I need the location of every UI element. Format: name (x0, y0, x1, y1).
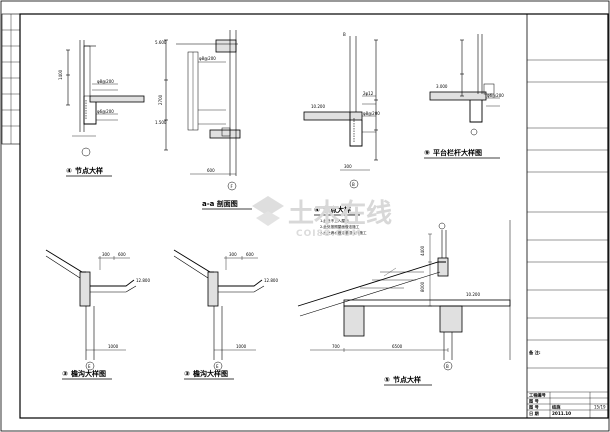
railing-num: ⑨ (424, 149, 430, 157)
watermark: 土木在线 COI88.COM (252, 196, 392, 239)
railing-drawing (429, 34, 500, 136)
gutter-2-title: 檐沟大样图 (193, 369, 228, 378)
dim-700: 700 (332, 344, 340, 349)
dim-10200-node-c: 10.200 (466, 292, 480, 297)
note-3: 3.此处滴水做法参照设计施工 (320, 230, 367, 235)
node-detail-c-num: ⑤ (384, 376, 390, 384)
axis-b: B (352, 182, 355, 187)
dim-4400: 4400 (420, 245, 425, 256)
gutter-1-num: ③ (62, 370, 68, 378)
node-detail-c-title: 节点大样 (393, 375, 421, 384)
title-block: 备 注: 工程编号 图 号 图 号 结施 日 期 2011.10 15/19 (526, 14, 608, 418)
label-phi6-railing: φ6@200 (487, 93, 504, 98)
dim-6500: 6500 (392, 344, 403, 349)
dim-5600: 5.600 (155, 40, 167, 45)
tb-row-4-value: 2011.10 (552, 411, 571, 416)
node-detail-a-title: 节点大样 (75, 166, 103, 175)
watermark-logo-icon (252, 196, 284, 226)
note-1: 1.此处不上人屋面 (320, 218, 349, 223)
label-2phi12: 2φ12 (363, 91, 374, 96)
sheet-inner-border (19, 13, 609, 419)
note-2: 2.此处按照屋面做法施工 (320, 224, 360, 229)
dim-2700: 2700 (158, 94, 163, 105)
dim-1000-gutter-2: 1000 (236, 344, 247, 349)
node-detail-b-num: ④ (314, 206, 320, 214)
left-binding-strip (1, 13, 21, 145)
dim-3000: 3.000 (436, 84, 448, 89)
notes-block: 1.此处不上人屋面 2.此处按照屋面做法施工 3.此处滴水做法参照设计施工 (320, 218, 397, 277)
node-detail-c-drawing (297, 220, 511, 371)
label-phi8-node-b: φ8@200 (363, 111, 380, 116)
node-detail-a-num: ④ (66, 167, 72, 175)
axis-e-gutter-1: E (88, 364, 91, 369)
tb-row-1-label: 工程编号 (529, 392, 546, 399)
dim-600-gutter-1: 600 (118, 252, 126, 257)
dim-1000-gutter-1: 1000 (108, 344, 119, 349)
dim-300-node-b: 300 (344, 164, 352, 169)
dim-12800-gutter-2: 12.800 (264, 278, 278, 283)
dim-300-gutter-2: 300 (229, 252, 237, 257)
tb-row-4-label: 日 期 (529, 410, 539, 417)
axis-f: F (231, 184, 234, 189)
axis-b-node-c: B (446, 364, 449, 369)
dim-12800-gutter-1: 12.800 (136, 278, 150, 283)
dim-1500: 1.500 (155, 120, 167, 125)
label-phi8: φ8@200 (97, 79, 114, 84)
dim-10200: 10.200 (311, 104, 325, 109)
label-phi8-section: φ8@200 (199, 56, 216, 61)
dim-1400: 1400 (58, 69, 63, 80)
gutter-1-drawing (45, 249, 137, 371)
railing-title: 平台栏杆大样图 (433, 148, 482, 157)
axis-e-gutter-2: E (216, 364, 219, 369)
remark-label: 备 注: (529, 349, 541, 356)
dim-600-gutter-2: 600 (246, 252, 254, 257)
dim-8000: 8000 (420, 281, 425, 292)
dim-600: 600 (207, 168, 215, 173)
watermark-main: 土木在线 (288, 199, 392, 229)
tb-row-3-label: 图 号 (529, 404, 539, 411)
dim-300-gutter-1: 300 (102, 252, 110, 257)
gutter-1-title: 檐沟大样图 (71, 369, 106, 378)
section-aa-drawing (164, 30, 241, 191)
node-detail-a-drawing (66, 40, 145, 157)
node-detail-b-title: 节点大样 (323, 205, 351, 214)
section-aa-title: a-a 剖面图 (202, 199, 238, 208)
tb-row-3-value: 结施 (552, 404, 561, 411)
watermark-sub: COI88.COM (296, 229, 362, 239)
tb-row-2-label: 图 号 (529, 398, 539, 405)
axis-b-top: B (343, 32, 346, 37)
sheet-number: 15/19 (594, 405, 606, 410)
node-detail-b-drawing (303, 36, 378, 189)
gutter-2-num: ③ (184, 370, 190, 378)
gutter-2-drawing (173, 249, 265, 371)
label-phi6: φ6@200 (97, 109, 114, 114)
